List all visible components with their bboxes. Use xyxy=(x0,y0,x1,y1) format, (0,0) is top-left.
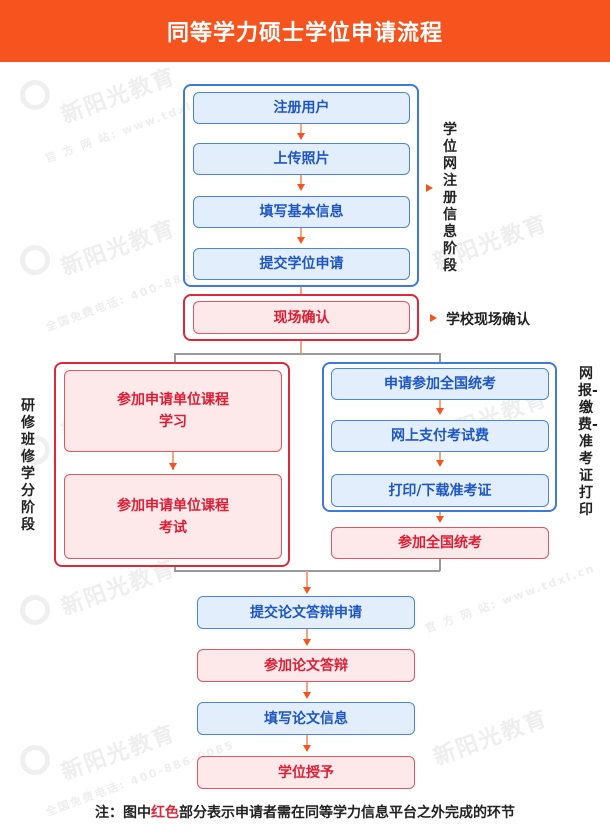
submit-thesis-step: 提交论文答辩申请 xyxy=(197,596,415,629)
thesis-defense-step: 参加论文答辩 xyxy=(197,649,415,682)
footnote-suffix: 部分表示申请者需在同等学力信息平台之外完成的环节 xyxy=(179,805,515,821)
connector xyxy=(300,341,302,353)
connector xyxy=(306,571,308,590)
arrow-down-icon xyxy=(436,408,444,415)
pay-fee-step: 网上支付考试费 xyxy=(331,420,549,452)
watermark-logo-icon xyxy=(20,245,50,275)
arrow-right-icon xyxy=(426,184,433,192)
upload-photo-step: 上传照片 xyxy=(193,143,410,175)
connector xyxy=(306,629,308,643)
split-line-right xyxy=(439,353,441,362)
page-title: 同等学力硕士学位申请流程 xyxy=(0,0,610,62)
stage-label-registration: 学位网注册信息阶段 xyxy=(443,122,457,274)
connector xyxy=(439,400,441,412)
connector xyxy=(439,452,441,464)
fill-basic-info-step: 填写基本信息 xyxy=(193,196,410,228)
arrow-down-icon xyxy=(297,133,305,140)
connector xyxy=(300,228,302,242)
connector xyxy=(172,452,174,470)
exam-group xyxy=(322,362,557,512)
national-exam-step: 参加全国统考 xyxy=(331,527,549,559)
arrow-down-icon xyxy=(436,460,444,467)
arrow-down-icon xyxy=(436,516,444,523)
connector xyxy=(306,735,308,749)
register-user-step: 注册用户 xyxy=(193,92,410,124)
registration-group xyxy=(183,84,419,287)
connector xyxy=(300,175,302,189)
footnote-highlight: 红色 xyxy=(151,805,179,821)
arrow-down-icon xyxy=(297,237,305,244)
footnote: 注：图中红色部分表示申请者需在同等学力信息平台之外完成的环节 xyxy=(0,802,610,822)
connector xyxy=(306,682,308,696)
merge-line xyxy=(174,570,440,572)
course-exam-step: 参加申请单位课程 考试 xyxy=(64,474,282,559)
footnote-prefix: 注：图中 xyxy=(95,805,151,821)
apply-national-exam-step: 申请参加全国统考 xyxy=(331,368,549,400)
onsite-confirm-step: 现场确认 xyxy=(193,301,410,334)
watermark-brand: 新阳光教育 xyxy=(58,216,180,281)
fill-thesis-info-step: 填写论文信息 xyxy=(197,702,415,735)
connector xyxy=(300,124,302,138)
watermark-logo-icon xyxy=(20,745,50,775)
arrow-down-icon xyxy=(303,639,311,646)
watermark-logo-icon xyxy=(20,435,50,465)
stage-label-confirm: 学校现场确认 xyxy=(446,312,530,328)
arrow-down-icon xyxy=(303,692,311,699)
confirm-group xyxy=(183,294,419,341)
watermark-brand: 新阳光教育 xyxy=(430,706,552,771)
stage-label-study: 研修班修学分阶段 xyxy=(21,398,35,533)
split-line-left xyxy=(174,353,176,362)
course-study-step: 参加申请单位课程 学习 xyxy=(64,370,282,452)
degree-award-step: 学位授予 xyxy=(197,756,415,789)
watermark-logo-icon xyxy=(20,80,50,110)
connector xyxy=(300,287,302,294)
arrow-right-icon xyxy=(430,314,437,322)
arrow-down-icon xyxy=(169,463,177,470)
watermark-logo-icon xyxy=(20,595,50,625)
submit-degree-step: 提交学位申请 xyxy=(193,248,410,280)
stage-label-exam: 网报-缴费-准考证打印 xyxy=(578,366,598,518)
merge-line-right xyxy=(439,559,441,571)
merge-line-left xyxy=(174,567,176,571)
study-group xyxy=(54,362,290,567)
split-line xyxy=(174,353,440,355)
watermark-site: 官 方 网 站: www.tdxl.cn xyxy=(423,561,598,636)
print-ticket-step: 打印/下载准考证 xyxy=(331,474,549,507)
arrow-down-icon xyxy=(303,587,311,594)
arrow-down-icon xyxy=(303,745,311,752)
arrow-down-icon xyxy=(297,184,305,191)
